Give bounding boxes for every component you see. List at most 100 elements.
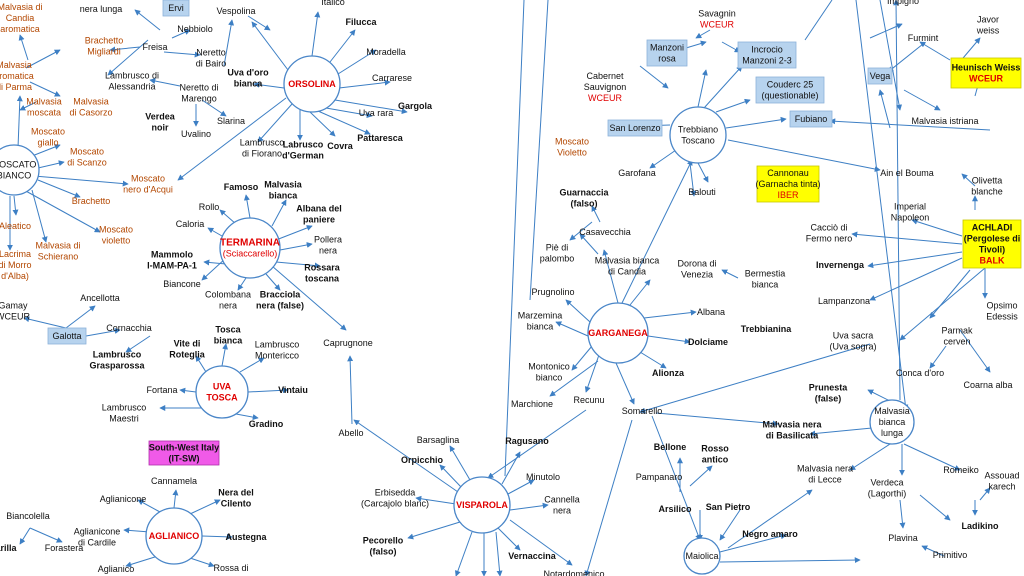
label-lampanzona: Lampanzona (818, 296, 870, 306)
box-manzoni-rosa (646, 39, 688, 67)
label-caprugnone: Caprugnone (323, 338, 373, 348)
box-label-fubiano: Fubiano (795, 114, 828, 124)
label-orpicchio: Orpicchio (401, 455, 444, 465)
spine-0 (504, 0, 525, 477)
label-plavina: Plavina (888, 533, 918, 543)
label-notardomenico: Notardomenico (543, 569, 604, 576)
hub-label-aglianico: AGLIANICO (149, 531, 200, 541)
connector-104 (615, 362, 635, 405)
box-label-vega: Vega (870, 71, 891, 81)
connector-9 (257, 103, 293, 143)
label-fortana: Fortana (146, 385, 177, 395)
connector-61 (189, 499, 221, 515)
label-albana: Albana (697, 307, 725, 317)
label-alionza: Alionza (652, 368, 685, 378)
hub-label-visparola: VISPAROLA (456, 500, 508, 510)
label-invernenga: Invernenga (816, 260, 865, 270)
label-abello: Abello (338, 428, 363, 438)
label-ladikino: Ladikino (961, 521, 999, 531)
connector-120 (711, 533, 787, 555)
connector-84 (715, 98, 751, 113)
connector-73 (507, 479, 535, 495)
hub-label-garganega: GARGANEGA (588, 328, 648, 338)
connector-38 (207, 227, 223, 237)
connector-36 (243, 194, 251, 219)
label-vintaiu: Vintaiu (278, 385, 308, 395)
connector-80 (353, 419, 459, 493)
hub-uva-tosca (195, 365, 249, 419)
connector-55 (179, 387, 197, 394)
connector-64 (125, 555, 159, 568)
connector-93 (695, 29, 711, 39)
box-couderc (755, 76, 825, 104)
connector-11 (251, 21, 289, 71)
label-gradino: Gradino (249, 419, 284, 429)
connector-110 (549, 360, 599, 397)
connector-128 (903, 89, 941, 111)
connector-32 (201, 99, 227, 117)
connector-132 (851, 231, 963, 245)
label-garofana: Garofana (618, 168, 656, 178)
label-austegna: Austegna (225, 532, 267, 542)
connector-31 (149, 78, 181, 87)
connector-48 (65, 305, 96, 329)
box-fubiano (789, 110, 833, 128)
label-casavecchia: Casavecchia (579, 227, 631, 237)
box-san-lorenzo (607, 119, 663, 137)
connector-21 (31, 189, 48, 243)
box-label-san-lorenzo: San Lorenzo (609, 123, 660, 133)
connector-0 (311, 11, 321, 57)
connector-83 (703, 65, 743, 109)
label-trebbianina: Trebbianina (741, 324, 793, 334)
connector-12 (177, 97, 287, 181)
connector-44 (237, 277, 247, 291)
connector-95 (602, 249, 619, 304)
label-aglianico-small: Aglianico (98, 564, 135, 574)
label-conca-doro: Conca d'oro (896, 368, 944, 378)
connector-19 (37, 160, 65, 169)
label-prunesta: Prunesta(false) (809, 383, 849, 404)
connector-69 (439, 464, 463, 489)
box-south-west-italy (148, 440, 220, 466)
connector-62 (123, 527, 151, 534)
label-ragusano: Ragusano (505, 436, 549, 446)
hub-orsolina (283, 55, 341, 113)
connector-79 (495, 531, 503, 576)
label-rossa-di: Rossa di (213, 563, 248, 573)
connector-151 (855, 0, 909, 411)
connector-99 (639, 351, 667, 369)
connector-85 (725, 116, 787, 129)
connector-10 (253, 81, 285, 89)
connector-123 (919, 41, 951, 61)
connector-45 (203, 259, 227, 266)
connector-35 (247, 15, 271, 31)
label-caloria: Caloria (176, 219, 205, 229)
box-achladi (962, 219, 1022, 269)
label-malvasia-istriana: Malvasia istriana (911, 116, 978, 126)
connector-111 (487, 409, 587, 479)
connector-30 (107, 39, 149, 76)
label-san-pietro: San Pietro (706, 502, 751, 512)
connector-98 (647, 335, 691, 345)
connector-27 (134, 9, 161, 31)
connector-17 (16, 95, 23, 149)
label-cornacchia: Cornacchia (106, 323, 152, 333)
connector-107 (591, 205, 601, 223)
connector-22 (12, 195, 19, 216)
connector-71 (407, 521, 461, 540)
